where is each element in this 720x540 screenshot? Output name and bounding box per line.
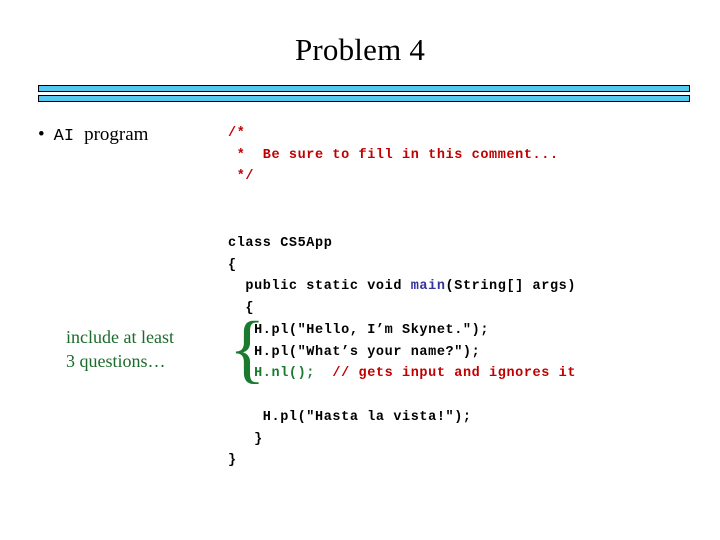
code-block-inner-open-brace: { (228, 301, 255, 316)
code-line-stmt4: H.pl("Hasta la vista!"); (228, 410, 472, 425)
code-inline-comment: // gets input and ignores it (315, 366, 577, 381)
code-block-comment: /* * Be sure to fill in this comment... … (228, 126, 559, 184)
annotation-curly-brace-icon: { (229, 307, 266, 391)
code-block-class-header: class CS5App { public static void main(S… (228, 233, 576, 298)
code-line-signature-suffix: (String[] args) (445, 279, 577, 294)
annotation-line-2: 3 questions… (66, 351, 166, 371)
code-line-close-inner: } (228, 431, 263, 447)
code-line-open-brace: { (228, 257, 237, 273)
annotation-include-questions: include at least 3 questions… (66, 325, 226, 373)
annotation-line-1: include at least (66, 327, 174, 347)
bullet-label-program: program (84, 124, 149, 145)
code-line-stmt1: H.pl("Hello, I’m Skynet."); (228, 323, 490, 338)
code-block-tail: H.pl("Hasta la vista!"); } } (228, 407, 472, 472)
page-title: Problem 4 (294, 32, 426, 67)
code-line-signature-prefix: public static void (228, 279, 411, 294)
divider-bar-bottom (38, 95, 690, 102)
code-line-close-outer: } (228, 453, 237, 468)
divider-bar-top (38, 85, 690, 92)
bullet-marker-icon: • (38, 124, 45, 145)
bullet-label-ai: AI (53, 127, 75, 146)
code-line-stmt2: H.pl("What’s your name?"); (228, 344, 481, 360)
bullet-item-ai-program: • AI program (38, 124, 148, 146)
code-line-stmt3-nl: H.nl(); (228, 366, 316, 381)
code-block-statements: H.pl("Hello, I’m Skynet."); H.pl("What’s… (228, 320, 576, 385)
code-keyword-main: main (410, 279, 446, 294)
code-line-class: class CS5App (228, 236, 333, 251)
